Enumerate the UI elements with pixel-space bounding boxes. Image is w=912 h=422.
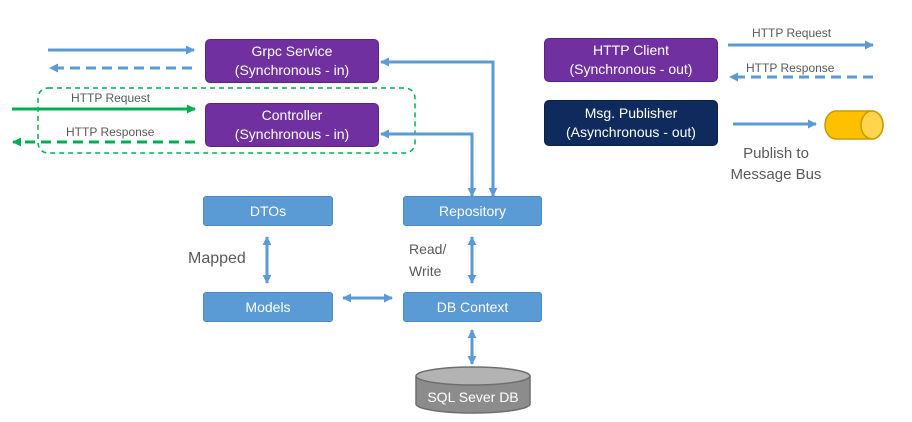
mapped-label: Mapped	[188, 250, 246, 267]
controller-node: Controller (Synchronous - in)	[205, 103, 379, 147]
controller-title: Controller	[261, 107, 323, 123]
publish-label-line2: Message Bus	[730, 166, 822, 183]
grpc-service-subtitle: (Synchronous - in)	[234, 62, 350, 78]
msg-publisher-node: Msg. Publisher (Asynchronous - out)	[544, 100, 718, 146]
repository-grpc-connector	[380, 57, 498, 197]
message-bus-icon	[824, 110, 884, 140]
repository-title: Repository	[439, 202, 506, 219]
models-title: Models	[245, 298, 291, 315]
dtos-node: DTOs	[203, 196, 333, 226]
dtos-title: DTOs	[249, 202, 287, 219]
http-client-subtitle: (Synchronous - out)	[569, 61, 693, 77]
database-icon	[415, 366, 531, 414]
read-write-label-line1: Read/	[409, 241, 447, 257]
repository-node: Repository	[403, 196, 542, 226]
controller-http-response-label: HTTP Response	[66, 125, 155, 139]
grpc-service-title: Grpc Service	[251, 43, 333, 59]
grpc-service-node: Grpc Service (Synchronous - in)	[205, 39, 379, 83]
msg-publisher-title: Msg. Publisher	[584, 105, 678, 121]
db-context-title: DB Context	[436, 298, 509, 315]
client-http-request-label: HTTP Request	[752, 26, 832, 40]
db-context-node: DB Context	[403, 292, 542, 322]
client-http-response-label: HTTP Response	[746, 61, 835, 75]
publish-label-line1: Publish to	[743, 145, 809, 162]
controller-subtitle: (Synchronous - in)	[234, 126, 350, 142]
models-node: Models	[203, 292, 333, 322]
read-write-label-line2: Write	[409, 263, 442, 279]
controller-http-request-label: HTTP Request	[71, 91, 151, 105]
http-client-title: HTTP Client	[593, 42, 669, 58]
http-client-node: HTTP Client (Synchronous - out)	[544, 38, 718, 82]
controller-boundary	[37, 87, 416, 154]
database-label: SQL Sever DB	[427, 389, 519, 405]
msg-publisher-subtitle: (Asynchronous - out)	[566, 124, 696, 140]
repository-controller-connector	[380, 129, 477, 197]
